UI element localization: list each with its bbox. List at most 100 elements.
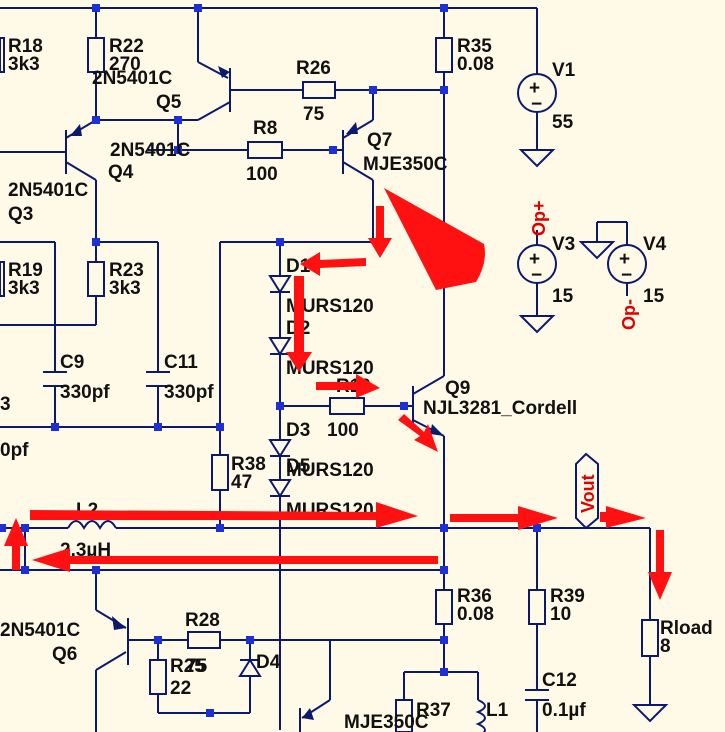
label-q5: Q5 [156, 92, 182, 113]
label-d1: D1 [286, 256, 311, 277]
source-v3-circle [517, 244, 557, 284]
label-r25: R25 [170, 656, 205, 677]
label-r37: R37 [416, 700, 451, 721]
minus-sign: − [531, 94, 542, 115]
value-r36: 0.08 [457, 604, 494, 625]
value-l2: 2.3µH [60, 540, 111, 561]
resistor-r36 [435, 589, 453, 625]
plus-sign: + [529, 78, 540, 99]
label-r18: R18 [8, 36, 43, 57]
source-v4-circle [607, 244, 647, 284]
label-r23: R23 [109, 260, 144, 281]
value-r35: 0.08 [457, 54, 494, 75]
capacitor-bodies [43, 371, 549, 701]
label-d3-model: MURS120 [286, 460, 374, 481]
value-r10: 100 [327, 420, 359, 441]
label-c9: C9 [60, 352, 84, 373]
current-flow-arrows [4, 188, 672, 600]
resistor-r10 [329, 397, 365, 415]
label-r28: R28 [185, 610, 220, 631]
transistor-emitter-arrows [70, 66, 444, 720]
label-l1: L1 [486, 700, 509, 721]
value-r39: 10 [550, 604, 571, 625]
label-r39: R39 [550, 586, 585, 607]
arrow-icon [368, 206, 392, 258]
arrow-icon [450, 506, 558, 530]
arrow-icon [398, 414, 438, 452]
vout-label: Vout [578, 474, 598, 513]
resistor-r8 [247, 141, 283, 159]
resistor-r37 [395, 699, 413, 732]
ground-icon [518, 149, 556, 168]
ground-symbols [518, 149, 669, 723]
diode-bodies [238, 275, 292, 677]
arrow-icon [30, 502, 418, 528]
label-c11: C11 [164, 352, 198, 373]
vout-net-flag [575, 452, 599, 530]
value-v3: 15 [552, 286, 574, 307]
resistor-r38 [211, 454, 229, 491]
label-r8: R8 [253, 118, 277, 139]
label-q3-model: 2N5401C [8, 180, 89, 201]
label-d5: D5 [286, 456, 311, 477]
resistor-rload [641, 619, 659, 657]
label-d4: D4 [256, 652, 281, 673]
label-v3: V3 [552, 234, 575, 255]
label-d3: D3 [286, 420, 310, 441]
value-c9: 330pf [60, 382, 110, 403]
svg-text:−: − [621, 265, 632, 286]
resistor-r26 [302, 81, 336, 99]
source-v1-circle [517, 73, 557, 113]
ground-icon [631, 704, 669, 723]
arrow-icon [32, 548, 438, 572]
resistor-r35 [435, 37, 453, 73]
value-r38: 47 [231, 472, 252, 493]
arrow-icon [384, 188, 485, 290]
value-v4: 15 [643, 286, 665, 307]
arrow-icon [300, 252, 366, 276]
value-c11: 330pf [164, 382, 214, 403]
label-q8-model: MJE350C [344, 712, 429, 732]
label-d1-model: MURS120 [286, 296, 374, 317]
label-r19: R19 [8, 260, 43, 281]
ground-icon [578, 241, 616, 260]
value-r18: 3k3 [8, 54, 40, 75]
value-c12: 0.1µf [542, 700, 586, 721]
svg-text:+: + [529, 249, 540, 270]
value-r22: 270 [109, 54, 141, 75]
op-plus-label: Op+ [529, 200, 549, 236]
label-r22: R22 [109, 36, 144, 57]
voltage-sources: + − + − + − [517, 73, 647, 286]
arrow-icon [4, 518, 28, 570]
label-r38: R38 [231, 454, 266, 475]
resistor-bodies [0, 37, 659, 732]
value-v1: 55 [552, 112, 574, 133]
label-q7-model: MJE350C [363, 154, 448, 175]
resistor-r19 [0, 261, 5, 297]
value-rload: 8 [660, 636, 671, 657]
label-r36: R36 [457, 586, 492, 607]
label-q9: Q9 [445, 378, 470, 399]
resistor-r18 [0, 37, 5, 73]
label-q4-model: 2N5401C [110, 140, 191, 161]
label-r26: R26 [296, 58, 331, 79]
label-q6: Q6 [52, 644, 77, 665]
label-q6-model: 2N5401C [0, 620, 81, 641]
label-q5-model: 2N5401C [92, 68, 173, 89]
arrow-icon [286, 276, 312, 372]
arrow-icon [648, 530, 672, 600]
ground-icon [518, 315, 556, 334]
resistor-r25 [149, 659, 167, 695]
label-q9-model: NJL3281_Cordell [423, 398, 577, 419]
label-v1: V1 [552, 60, 576, 81]
value-r19: 3k3 [8, 278, 40, 299]
component-labels: R18 3k3 R22 270 2N5401C Q5 R26 75 R35 0.… [0, 36, 713, 732]
svg-text:+: + [619, 249, 630, 270]
arrow-icon [600, 506, 646, 528]
inductor-bodies [67, 520, 486, 732]
junction-dots [0, 4, 541, 717]
resistor-r28 [187, 631, 221, 649]
resistor-r23 [87, 261, 105, 297]
